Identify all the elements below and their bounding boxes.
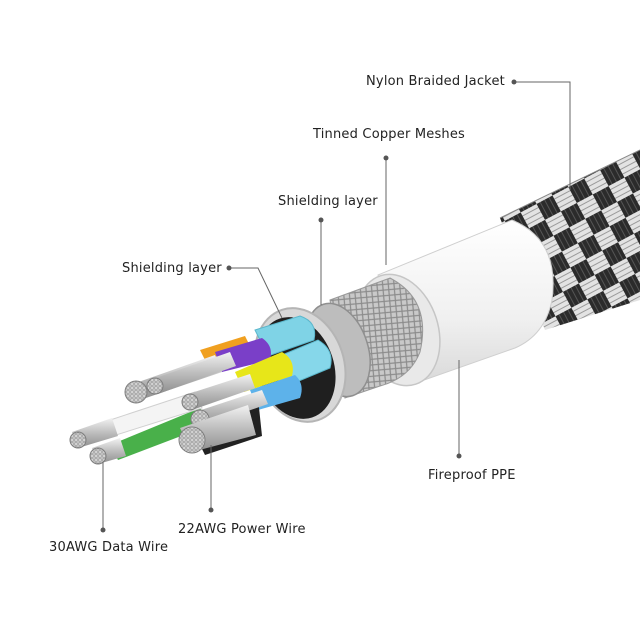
label-nylon-braided-jacket: Nylon Braided Jacket bbox=[366, 74, 505, 89]
leader-lines bbox=[102, 81, 571, 528]
label-22awg-power-wire: 22AWG Power Wire bbox=[178, 522, 306, 537]
label-tinned-copper-meshes: Tinned Copper Meshes bbox=[313, 127, 466, 142]
leader-dots bbox=[100, 79, 517, 533]
label-shielding-layer-inner: Shielding layer bbox=[122, 261, 222, 276]
label-fireproof-ppe: Fireproof PPE bbox=[428, 468, 516, 483]
label-30awg-data-wire: 30AWG Data Wire bbox=[49, 540, 169, 555]
label-shielding-layer-outer: Shielding layer bbox=[278, 194, 378, 209]
exposed-conductors bbox=[69, 352, 268, 465]
